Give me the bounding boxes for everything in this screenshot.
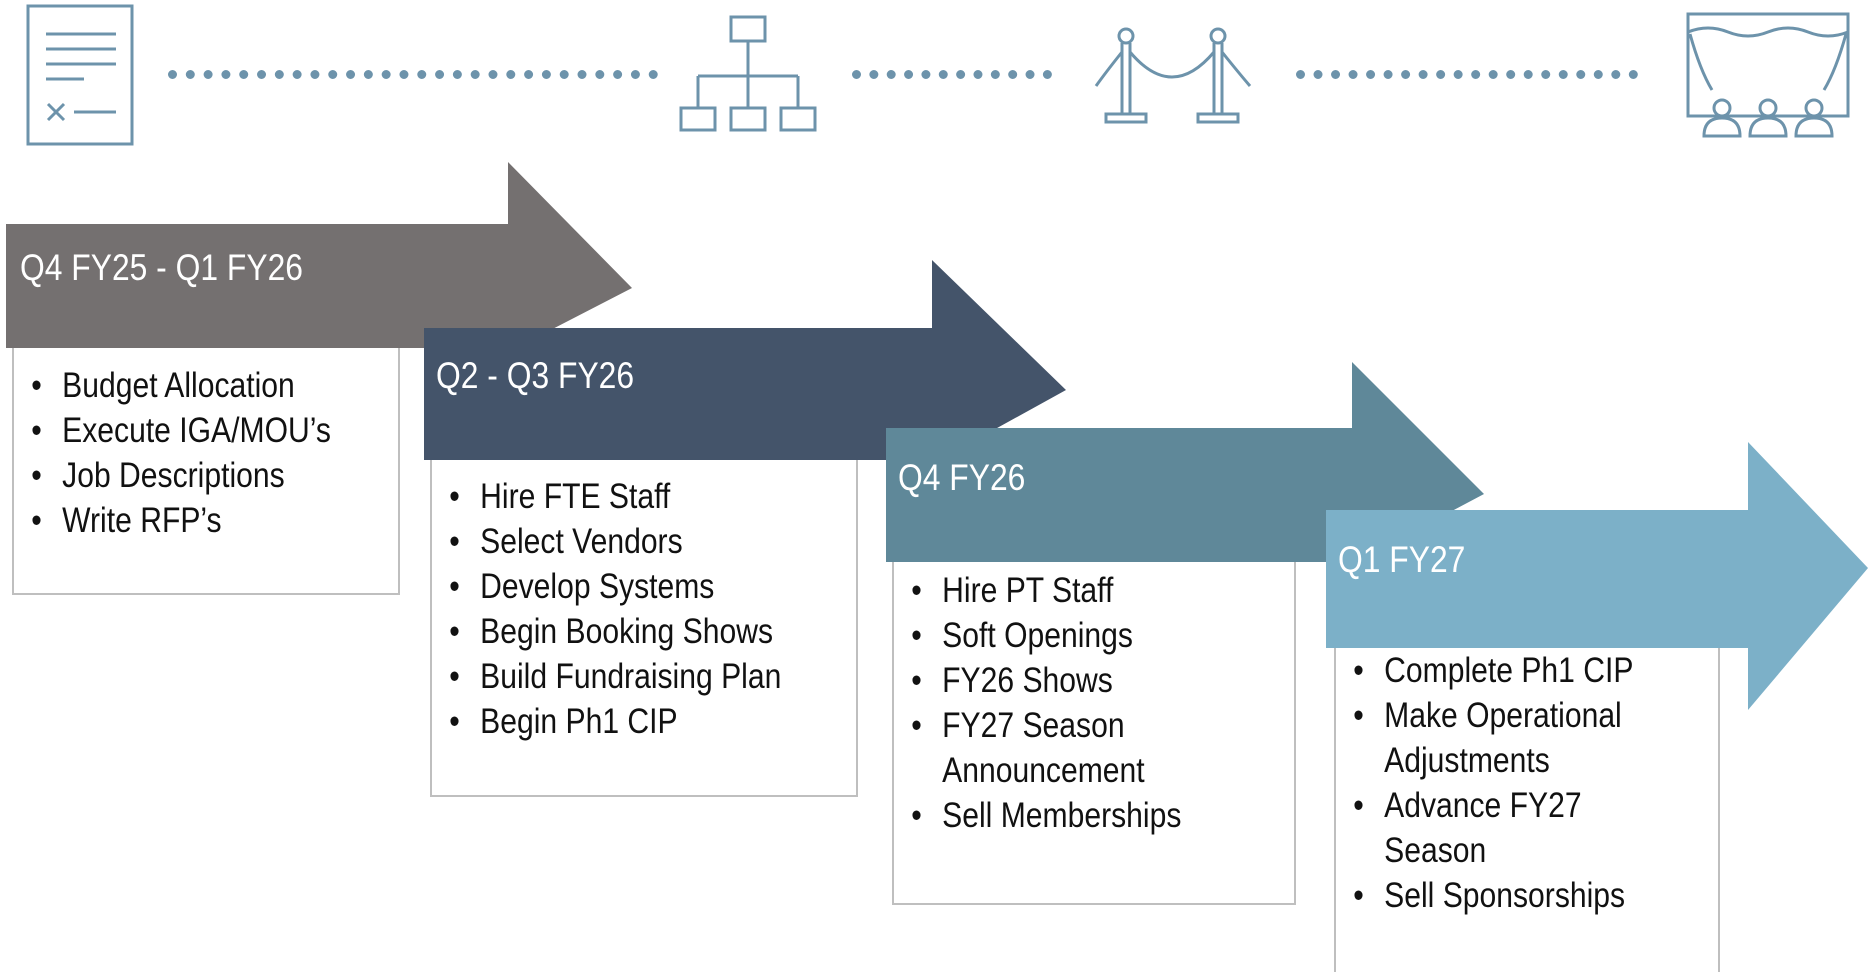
phase-2-task: Develop Systems (432, 564, 797, 609)
phase-4-arrow-shape (1326, 442, 1868, 710)
phase-3-task-continued: Announcement (942, 751, 1145, 790)
timeline-connector (852, 70, 1052, 79)
phase-4-task-continued: Season (1384, 831, 1487, 870)
contract-document-icon (26, 4, 134, 146)
phase-2-task: Build Fundraising Plan (432, 654, 797, 699)
phase-1-arrow (6, 162, 632, 352)
phase-3-task: Sell Memberships (894, 793, 1238, 838)
timeline-connector (168, 70, 658, 79)
phase-4-task: Sell Sponsorships (1336, 873, 1665, 918)
phase-4-task-continued: Adjustments (1384, 741, 1550, 780)
phase-1-task: Write RFP’s (14, 498, 344, 543)
velvet-rope-stanchion-icon (1094, 27, 1252, 124)
phase-4-task: Make Operational (1336, 693, 1665, 738)
phase-2-arrow (424, 260, 1066, 464)
phase-1-task-box: Budget Allocation Execute IGA/MOU’s Job … (12, 343, 400, 595)
phase-3-task: Hire PT Staff (894, 568, 1238, 613)
phase-1-task: Job Descriptions (14, 453, 344, 498)
phase-2-task-box: Hire FTE Staff Select Vendors Develop Sy… (430, 454, 858, 797)
phase-1-arrow-shape (6, 162, 632, 352)
phase-3-label: Q4 FY26 (898, 457, 1026, 498)
phase-1-label: Q4 FY25 - Q1 FY26 (20, 247, 303, 288)
phase-2-arrow-shape (424, 260, 1066, 464)
phase-4-task-box: Complete Ph1 CIP Make Operational Adjust… (1334, 636, 1720, 972)
phase-3-task: Soft Openings (894, 613, 1238, 658)
phase-3-task-box: Hire PT Staff Soft Openings FY26 Shows F… (892, 552, 1296, 905)
phase-1-task: Execute IGA/MOU’s (14, 408, 344, 453)
phase-4-label: Q1 FY27 (1338, 539, 1466, 580)
theater-stage-audience-icon (1686, 12, 1850, 138)
phase-2-task: Hire FTE Staff (432, 474, 797, 519)
phase-3-task: FY27 Season (894, 703, 1238, 748)
timeline-connector (1296, 70, 1638, 79)
phase-4-task: Advance FY27 (1336, 783, 1665, 828)
phase-2-label: Q2 - Q3 FY26 (436, 355, 635, 396)
org-chart-icon (679, 15, 817, 132)
phase-2-task: Begin Booking Shows (432, 609, 797, 654)
phase-4-arrow (1326, 442, 1868, 710)
phase-2-task: Begin Ph1 CIP (432, 699, 797, 744)
phase-4-task: Complete Ph1 CIP (1336, 648, 1665, 693)
phase-1-task: Budget Allocation (14, 363, 344, 408)
phase-3-task: FY26 Shows (894, 658, 1238, 703)
phase-2-task: Select Vendors (432, 519, 797, 564)
